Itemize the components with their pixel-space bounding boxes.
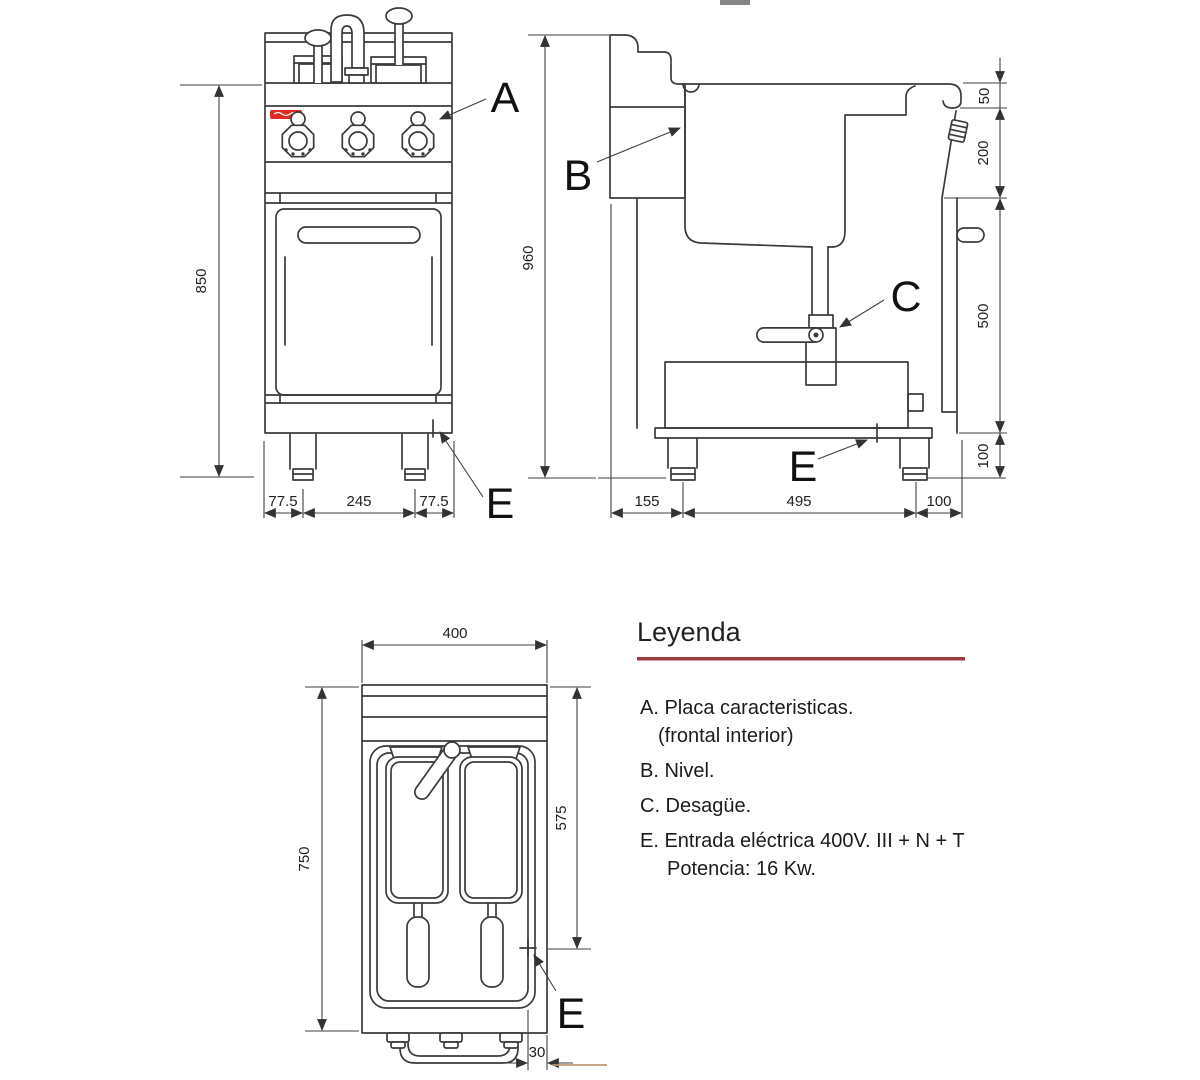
fryer-tank-section xyxy=(684,83,916,248)
side-view: 960 50 200 500 100 155 495 100 B C xyxy=(520,34,1007,518)
dim-side-500: 500 xyxy=(975,303,992,328)
dim-top-width: 400 xyxy=(442,625,467,642)
top-dimensions: 400 750 575 30 xyxy=(296,625,607,1070)
front-body-outline xyxy=(264,32,453,434)
side-legs xyxy=(667,437,930,481)
fry-basket-right-top xyxy=(459,756,523,904)
top-view: 400 750 575 30 E xyxy=(296,625,607,1070)
top-callouts: E xyxy=(533,954,586,1038)
front-hinge-ticks xyxy=(279,192,437,404)
dim-side-200: 200 xyxy=(975,140,992,165)
dim-side-height: 960 xyxy=(520,245,537,270)
legend-item-a2: (frontal interior) xyxy=(658,725,794,747)
fry-basket-left-top xyxy=(385,756,449,904)
dim-side-50: 50 xyxy=(976,88,993,105)
gooseneck-faucet xyxy=(330,14,369,84)
front-callouts: A E xyxy=(432,74,520,528)
front-view: 850 77.5 245 77.5 A E xyxy=(180,7,520,528)
basket-handle-rod-right xyxy=(385,7,413,66)
basket-handle-rod-left xyxy=(304,29,332,84)
front-door xyxy=(275,208,442,396)
callout-e-side: E xyxy=(789,443,818,491)
side-front-panel xyxy=(636,110,958,434)
legend-item-b: B. Nivel. xyxy=(640,760,714,782)
callout-c-drain: C xyxy=(890,273,921,321)
dim-front-center: 245 xyxy=(346,493,371,510)
legend-item-e2: Potencia: 16 Kw. xyxy=(667,858,816,880)
base-plate xyxy=(654,427,933,439)
dim-top-depth: 750 xyxy=(296,846,313,871)
side-dimensions: 960 50 200 500 100 155 495 100 xyxy=(520,34,1007,518)
dim-front-left: 77.5 xyxy=(268,493,297,510)
drain-assembly xyxy=(756,246,837,386)
thermostat-knob-side xyxy=(947,119,969,143)
dim-side-100: 100 xyxy=(975,443,992,468)
control-knob-1 xyxy=(281,111,315,158)
front-dimensions: 850 77.5 245 77.5 xyxy=(180,84,455,518)
side-callouts: B C E xyxy=(564,127,922,491)
legend-rule xyxy=(637,657,965,661)
door-handle xyxy=(297,226,421,244)
base-box xyxy=(664,361,909,429)
dim-top-edge-offset: 30 xyxy=(529,1044,546,1061)
power-inlet-cross xyxy=(519,939,537,957)
rear-drawer-top xyxy=(386,1032,523,1064)
control-knob-3 xyxy=(401,111,435,158)
legend-item-e: E. Entrada eléctrica 400V. III + N + T xyxy=(640,830,965,852)
dim-top-inner-depth: 575 xyxy=(553,805,570,830)
front-legs xyxy=(289,432,429,481)
side-handle xyxy=(956,227,985,243)
control-knob-2 xyxy=(341,111,375,158)
cropped-artifact xyxy=(720,0,750,5)
legend-item-a: A. Placa caracteristicas. xyxy=(640,697,853,719)
callout-e-top: E xyxy=(557,990,586,1038)
dim-side-span: 495 xyxy=(786,493,811,510)
basket-grips-top xyxy=(406,902,504,988)
dim-front-right: 77.5 xyxy=(419,493,448,510)
dim-side-back: 155 xyxy=(634,493,659,510)
callout-a-plate: A xyxy=(491,74,520,122)
backsplash-profile xyxy=(609,34,962,199)
legend: Leyenda A. Placa caracteristicas. (front… xyxy=(637,617,965,880)
callout-e-front: E xyxy=(486,480,515,528)
legend-item-c: C. Desagüe. xyxy=(640,795,751,817)
dim-side-front: 100 xyxy=(926,493,951,510)
faucet-top xyxy=(414,741,461,800)
legend-title: Leyenda xyxy=(637,617,742,647)
dim-front-height: 850 xyxy=(193,268,210,293)
callout-b-level: B xyxy=(564,152,593,200)
